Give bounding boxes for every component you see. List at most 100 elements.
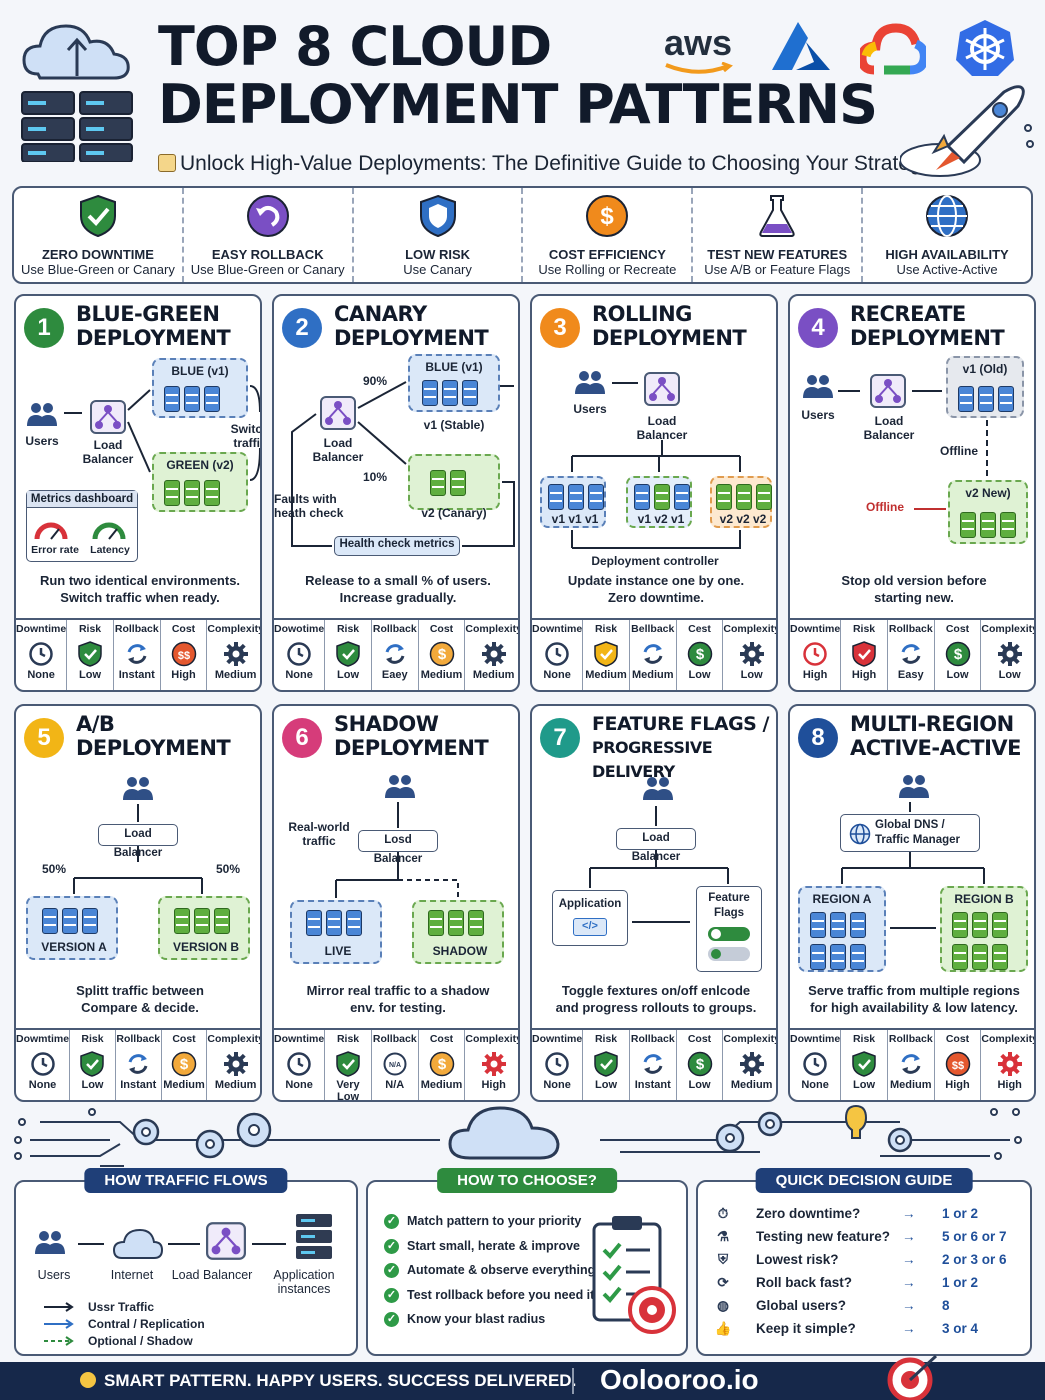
metric-value: None — [27, 669, 55, 681]
check-icon: ✓ — [384, 1263, 399, 1279]
metric-icon — [583, 641, 629, 667]
region-b-label: REGION B — [954, 892, 1014, 906]
load-balancer-icon — [870, 374, 906, 408]
metric-icon — [70, 1051, 115, 1077]
shield-icon — [417, 194, 459, 238]
application-label: Application — [558, 898, 622, 910]
global-dns-node: Global DNS / Traffic Manager — [840, 814, 980, 852]
metrics-dashboard-label: Metrics dashboard — [27, 491, 137, 508]
how-to-choose-title: HOW TO CHOOSE? — [437, 1168, 617, 1193]
metric-value: Medium — [420, 669, 463, 681]
pattern-number: 2 — [282, 308, 322, 348]
group-label: v2 v2 v2 — [719, 512, 767, 526]
metric-value: None — [28, 1079, 57, 1091]
pattern-number: 4 — [798, 308, 838, 348]
metric-header: Rollback — [114, 623, 159, 635]
metric-value: Low — [688, 1079, 711, 1091]
priority-subtitle: Use Blue-Green or Canary — [190, 262, 345, 277]
metric-column: Cest$Low — [677, 620, 724, 690]
server-icon — [978, 386, 994, 412]
metric-icon: $$ — [935, 1051, 981, 1077]
subtitle: Unlock High-Value Deployments: The Defin… — [158, 152, 932, 176]
metric-icon: $ — [935, 641, 981, 667]
server-icon — [952, 944, 968, 970]
server-icon — [960, 512, 976, 538]
metric-header: Complexity — [465, 1033, 520, 1045]
gauge-icons — [34, 522, 126, 540]
metric-value: Medium — [214, 1079, 257, 1091]
metric-icon — [207, 641, 260, 667]
decision-answer: 3 or 4 — [942, 1321, 979, 1336]
users-icon — [899, 775, 929, 798]
divider — [572, 1368, 574, 1394]
metric-header: Cost — [429, 623, 454, 635]
metric-header: Cost — [171, 623, 196, 635]
priority-subtitle: Use Rolling or Recreate — [538, 262, 677, 277]
flask-icon — [757, 194, 797, 238]
choose-item: ✓Know your blast radius — [384, 1312, 545, 1328]
region-a-label: REGION A — [812, 892, 872, 906]
decision-answer: 1 or 2 — [942, 1275, 979, 1290]
metric-icon: $ — [677, 641, 723, 667]
legend-line — [44, 1302, 74, 1312]
metric-value: Low — [81, 1079, 104, 1091]
check-icon: ✓ — [384, 1238, 399, 1254]
metric-icon: $ — [162, 1051, 207, 1077]
choose-item: ✓Start small, herate & improve — [384, 1239, 580, 1254]
server-icon — [548, 484, 564, 510]
server-icon — [980, 512, 996, 538]
svg-text:$$: $$ — [951, 1060, 963, 1072]
metric-header: Downtime — [790, 623, 841, 635]
azure-logo — [772, 22, 830, 70]
title-line-1: TOP 8 CLOUD — [158, 15, 552, 78]
shadow-label: SHADOW — [432, 944, 488, 958]
pattern-diagram: Users Load Balancer v1 (Old) Offline v2 … — [790, 352, 1034, 567]
metric-header: Complexity — [207, 623, 262, 635]
quick-decision-title: QUICK DECISION GUIDE — [755, 1168, 973, 1193]
legend-label: Contral / Replication — [88, 1317, 205, 1331]
metric-icon — [372, 641, 418, 667]
metric-value: Low — [740, 669, 763, 681]
metric-header: Downtime — [16, 623, 67, 635]
metric-icon — [630, 641, 676, 667]
new-version-label: v2 New) — [965, 486, 1011, 500]
metric-value: Medium — [889, 1079, 932, 1091]
metric-header: Complexity — [465, 623, 520, 635]
globe-icon — [925, 194, 969, 238]
old-version-label: v1 (Old) — [962, 362, 1008, 376]
priority-subtitle: Use Active-Active — [896, 262, 998, 277]
metric-value: Low — [853, 1079, 876, 1091]
decision-answer: 2 or 3 or 6 — [942, 1252, 1007, 1267]
choose-item: ✓Automate & observe everything — [384, 1263, 595, 1279]
title-line-2: DEPLOYMENT PATTERNS — [158, 73, 878, 136]
metric-icon: N/A — [372, 1051, 418, 1077]
blue-env-label: BLUE (v1) — [425, 360, 483, 374]
server-icon — [634, 484, 650, 510]
metric-header: Cest — [688, 623, 711, 635]
metric-icon: $$ — [161, 641, 207, 667]
diagram-label: Load Balancer — [636, 414, 688, 442]
metric-value: Medium — [585, 669, 627, 681]
metric-icon — [888, 641, 934, 667]
metric-icon — [67, 641, 113, 667]
decision-question: Lowest risk? — [756, 1252, 839, 1267]
server-icon — [214, 908, 230, 934]
arrow-icon: → — [902, 1206, 916, 1221]
priority-title: ZERO DOWNTIME — [41, 247, 154, 262]
metric-icon — [465, 641, 518, 667]
decision-question: Roll back fast? — [756, 1275, 853, 1290]
